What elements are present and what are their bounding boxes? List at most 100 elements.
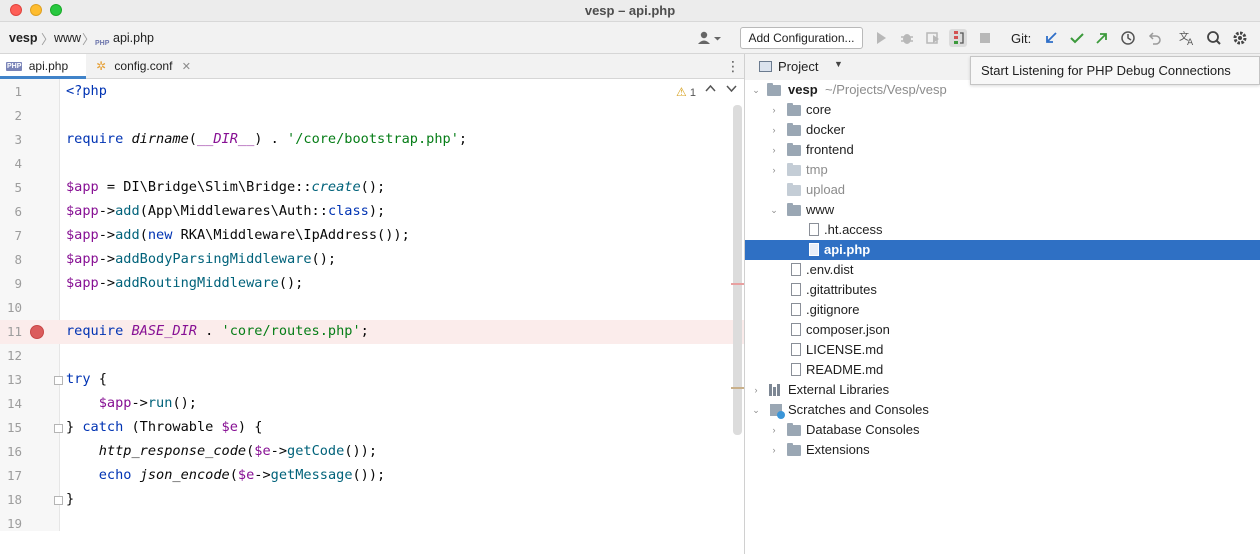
breadcrumb-file[interactable]: api.php (113, 31, 155, 45)
line-number[interactable]: 16 (6, 444, 22, 459)
line-number[interactable]: 1 (14, 84, 22, 99)
next-highlight-icon[interactable] (726, 83, 737, 97)
line-number[interactable]: 5 (14, 180, 22, 195)
line-number[interactable]: 15 (6, 420, 22, 435)
code-line[interactable]: 2 (0, 104, 744, 128)
error-stripe-marker[interactable] (731, 387, 744, 389)
line-number[interactable]: 2 (14, 108, 22, 123)
code-line[interactable]: 19 (0, 512, 744, 536)
line-number[interactable]: 10 (6, 300, 22, 315)
zoom-window-button[interactable] (50, 4, 62, 16)
code-line[interactable]: 10 (0, 296, 744, 320)
code-line[interactable]: 7$app->add(new RKA\Middleware\IpAddress(… (0, 224, 744, 248)
code-line[interactable]: 4 (0, 152, 744, 176)
tree-item-database-consoles[interactable]: › Database Consoles (745, 420, 1260, 440)
editor-gutter[interactable] (0, 79, 60, 531)
tree-item-gitignore[interactable]: .gitignore (745, 300, 1260, 320)
fold-marker-icon[interactable] (54, 496, 63, 505)
tree-item-env-dist[interactable]: .env.dist (745, 260, 1260, 280)
chevron-down-icon[interactable]: ▼ (834, 59, 843, 69)
code-line[interactable]: 14 $app->run(); (0, 392, 744, 416)
tree-item-tmp[interactable]: › tmp (745, 160, 1260, 180)
close-window-button[interactable] (10, 4, 22, 16)
line-number[interactable]: 19 (6, 516, 22, 531)
code-line[interactable]: 8$app->addBodyParsingMiddleware(); (0, 248, 744, 272)
chevron-right-icon[interactable]: › (754, 385, 758, 395)
code-line[interactable]: 17 echo json_encode($e->getMessage()); (0, 464, 744, 488)
line-number[interactable]: 17 (6, 468, 22, 483)
fold-marker-icon[interactable] (54, 376, 63, 385)
line-number[interactable]: 6 (14, 204, 22, 219)
line-number[interactable]: 8 (14, 252, 22, 267)
code-line[interactable]: 15} catch (Throwable $e) { (0, 416, 744, 440)
git-update-icon[interactable] (1042, 29, 1060, 47)
tree-item-readme-md[interactable]: README.md (745, 360, 1260, 380)
breadcrumb-project[interactable]: vesp (9, 31, 38, 45)
project-tree[interactable]: ⌄ vesp ~/Projects/Vesp/vesp › core › doc… (745, 80, 1260, 554)
code-line[interactable]: 12 (0, 344, 744, 368)
code-line[interactable]: 18} (0, 488, 744, 512)
close-tab-icon[interactable]: ✕ (181, 61, 192, 73)
chevron-right-icon[interactable]: › (772, 125, 776, 135)
chevron-right-icon[interactable]: › (772, 145, 776, 155)
git-push-icon[interactable] (1093, 29, 1111, 47)
tree-item-upload[interactable]: upload (745, 180, 1260, 200)
search-icon[interactable] (1205, 29, 1223, 47)
line-number[interactable]: 7 (14, 228, 22, 243)
line-number[interactable]: 11 (6, 324, 22, 339)
previous-highlight-icon[interactable] (705, 83, 716, 97)
tree-item-composer-json[interactable]: composer.json (745, 320, 1260, 340)
line-number[interactable]: 3 (14, 132, 22, 147)
tree-item-frontend[interactable]: › frontend (745, 140, 1260, 160)
tree-item-root[interactable]: ⌄ vesp ~/Projects/Vesp/vesp (745, 80, 1260, 100)
chevron-right-icon[interactable]: › (772, 445, 776, 455)
inspection-widget[interactable]: ⚠ 1 (676, 85, 696, 99)
chevron-down-icon[interactable]: ⌄ (752, 405, 760, 415)
tab-config-conf[interactable]: ✲ config.conf ✕ (96, 54, 196, 79)
history-icon[interactable] (1119, 29, 1137, 47)
user-account-icon[interactable] (696, 30, 724, 46)
panel-divider[interactable] (744, 54, 745, 554)
tree-item-htaccess[interactable]: .ht.access (745, 220, 1260, 240)
php-debug-listen-icon[interactable] (949, 29, 967, 47)
breadcrumb-folder[interactable]: www (54, 31, 82, 45)
line-number[interactable]: 12 (6, 348, 22, 363)
line-number[interactable]: 9 (14, 276, 22, 291)
chevron-right-icon[interactable]: › (772, 105, 776, 115)
stop-icon[interactable] (976, 29, 994, 47)
line-number[interactable]: 13 (6, 372, 22, 387)
tree-item-gitattributes[interactable]: .gitattributes (745, 280, 1260, 300)
error-stripe-marker[interactable] (731, 283, 744, 285)
tab-api-php[interactable]: PHP api.php ✕ (0, 54, 86, 97)
chevron-right-icon[interactable]: › (772, 165, 776, 175)
tree-item-license-md[interactable]: LICENSE.md (745, 340, 1260, 360)
breakpoint-icon[interactable] (30, 325, 44, 339)
coverage-icon[interactable] (924, 29, 942, 47)
tree-item-extensions[interactable]: › Extensions (745, 440, 1260, 460)
line-number[interactable]: 18 (6, 492, 22, 507)
line-number[interactable]: 4 (14, 156, 22, 171)
fold-marker-icon[interactable] (54, 424, 63, 433)
project-panel-title[interactable]: Project (778, 59, 819, 74)
more-tabs-icon[interactable]: ⋮ (726, 58, 740, 74)
run-icon[interactable] (872, 29, 890, 47)
tree-item-external-libraries[interactable]: › External Libraries (745, 380, 1260, 400)
settings-icon[interactable] (1231, 29, 1249, 47)
line-number[interactable]: 14 (6, 396, 22, 411)
code-line[interactable]: 16 http_response_code($e->getCode()); (0, 440, 744, 464)
rollback-icon[interactable] (1146, 29, 1164, 47)
tree-item-core[interactable]: › core (745, 100, 1260, 120)
code-line[interactable]: 5$app = DI\Bridge\Slim\Bridge::create(); (0, 176, 744, 200)
code-line[interactable]: 6$app->add(App\Middlewares\Auth::class); (0, 200, 744, 224)
chevron-down-icon[interactable]: ⌄ (770, 205, 778, 215)
chevron-down-icon[interactable]: ⌄ (752, 85, 760, 95)
editor-scrollbar[interactable] (733, 105, 742, 435)
git-commit-icon[interactable] (1068, 29, 1086, 47)
tree-item-docker[interactable]: › docker (745, 120, 1260, 140)
tree-item-api-php[interactable]: api.php (745, 240, 1260, 260)
add-configuration-button[interactable]: Add Configuration... (740, 27, 863, 49)
